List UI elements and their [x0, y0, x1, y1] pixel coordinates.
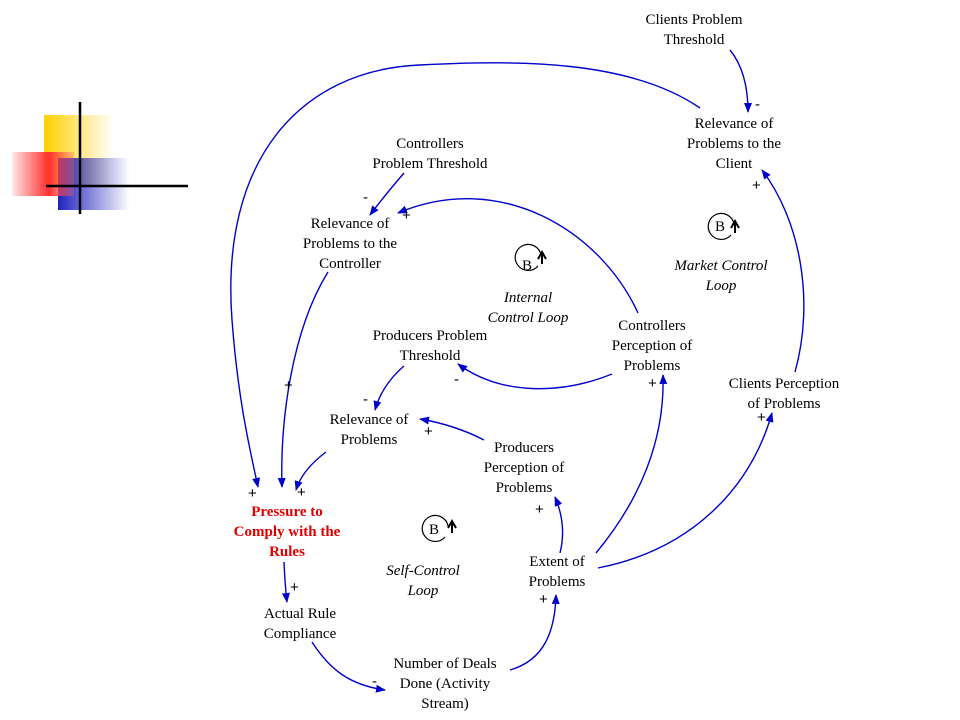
- polarity-sign: +: [535, 501, 544, 518]
- loop-label-internal: Internal Control Loop: [487, 290, 569, 326]
- arrow-relevance-client-to-pressure: [230, 62, 701, 488]
- polarity-sign: +: [284, 377, 293, 394]
- node-extent-of-problems: Extent of Problems: [528, 554, 586, 590]
- arrow-clients-threshold-to-relevance-client: [729, 49, 752, 113]
- polarity-sign: +: [757, 409, 766, 426]
- polarity-sign: +: [297, 484, 306, 501]
- loop-letter-internal: B: [522, 258, 532, 274]
- polarity-sign: +: [648, 375, 657, 392]
- node-relevance-client: Relevance of Problems to the Client: [686, 116, 782, 172]
- polarity-sign: +: [752, 177, 761, 194]
- loop-marker-self: B: [421, 514, 457, 543]
- node-clients-problem-threshold: Clients Problem Threshold: [645, 12, 743, 48]
- polarity-sign: -: [372, 673, 377, 690]
- node-number-of-deals: Number of Deals Done (Activity Stream): [393, 656, 497, 712]
- arrow-producers-threshold-to-relevance-problems: [373, 365, 405, 411]
- polarity-sign: +: [290, 579, 299, 596]
- arrow-extent-to-producers-perception: [554, 496, 564, 554]
- arrow-controllers-threshold-to-relevance-controller: [369, 172, 405, 216]
- node-clients-perception: Clients Perception of Problems: [728, 376, 840, 412]
- loop-letter-self: B: [429, 522, 439, 538]
- node-controllers-perception: Controllers Perception of Problems: [611, 318, 693, 374]
- arrow-controllers-perception-to-producers-threshold: [457, 363, 613, 390]
- arrow-relevance-controller-to-pressure: [277, 271, 329, 488]
- loop-marker-internal: B: [514, 243, 547, 274]
- arrow-pressure-to-compliance: [281, 561, 290, 603]
- loop-label-self: Self-Control Loop: [386, 563, 460, 599]
- node-producers-perception: Producers Perception of Problems: [483, 440, 565, 496]
- polarity-sign: -: [755, 96, 760, 113]
- arrow-extent-to-clients-perception: [597, 412, 774, 569]
- node-relevance-problems: Relevance of Problems: [329, 412, 409, 448]
- decorative-squares: [12, 102, 188, 214]
- loop-letter-market: B: [715, 219, 725, 235]
- polarity-sign: -: [363, 391, 368, 408]
- node-producers-problem-threshold: Producers Problem Threshold: [372, 328, 488, 364]
- polarity-sign: +: [539, 591, 548, 608]
- node-pressure-to-comply: Pressure to Comply with the Rules: [233, 504, 341, 560]
- node-controllers-problem-threshold: Controllers Problem Threshold: [372, 136, 488, 172]
- polarity-sign: +: [402, 207, 411, 224]
- arrow-clients-perception-to-relevance-client: [761, 169, 805, 373]
- arrow-controllers-perception-to-relevance-controller: [397, 198, 639, 314]
- polarity-sign: +: [248, 485, 257, 502]
- arrow-deals-to-extent: [509, 594, 560, 671]
- arrow-compliance-to-deals: [311, 641, 386, 693]
- node-actual-rule-compliance: Actual Rule Compliance: [263, 606, 337, 642]
- polarity-sign: -: [454, 371, 459, 388]
- polarity-sign: -: [363, 189, 368, 206]
- node-relevance-controller: Relevance of Problems to the Controller: [302, 216, 398, 272]
- loop-marker-market: B: [707, 212, 740, 241]
- arrow-extent-to-controllers-perception: [595, 374, 668, 554]
- loop-label-market: Market Control Loop: [674, 258, 768, 294]
- polarity-sign: +: [424, 423, 433, 440]
- arrow-producers-perception-to-relevance-problems: [419, 416, 485, 441]
- arrow-relevance-problems-to-pressure: [294, 451, 327, 491]
